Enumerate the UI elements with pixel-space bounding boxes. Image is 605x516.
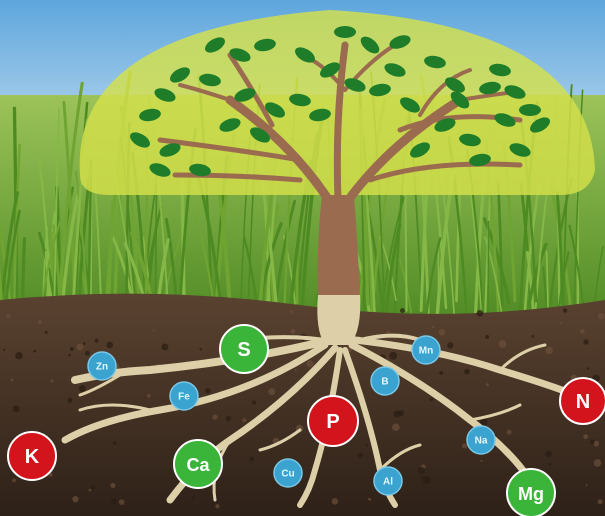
nutrient-symbol: Ca bbox=[186, 455, 210, 475]
nutrient-mg: Mg bbox=[507, 469, 555, 516]
nutrient-al: Al bbox=[374, 467, 402, 495]
nutrient-n: N bbox=[560, 378, 605, 424]
nutrient-symbol: Mg bbox=[518, 484, 544, 504]
nutrient-symbol: Zn bbox=[96, 362, 108, 373]
nutrient-fe: Fe bbox=[170, 382, 198, 410]
nutrient-symbol: Cu bbox=[281, 469, 294, 480]
nutrient-mn: Mn bbox=[412, 336, 440, 364]
nutrient-symbol: Na bbox=[475, 436, 488, 447]
nutrient-symbol: K bbox=[25, 446, 40, 468]
nutrient-zn: Zn bbox=[88, 352, 116, 380]
nutrient-s: S bbox=[220, 325, 268, 373]
nutrient-symbol: S bbox=[237, 339, 250, 361]
nutrient-symbol: Mn bbox=[419, 346, 433, 357]
nutrient-symbol: N bbox=[576, 391, 590, 413]
nutrient-ca: Ca bbox=[174, 440, 222, 488]
nutrient-cu: Cu bbox=[274, 459, 302, 487]
nutrient-symbol: Al bbox=[383, 477, 393, 488]
nutrient-p: P bbox=[308, 396, 358, 446]
tree-trunk bbox=[318, 195, 361, 300]
nutrient-symbol: B bbox=[381, 377, 388, 388]
nutrient-symbol: P bbox=[326, 411, 339, 433]
nutrient-na: Na bbox=[467, 426, 495, 454]
nutrient-k: K bbox=[8, 432, 56, 480]
nutrient-symbol: Fe bbox=[178, 392, 190, 403]
nutrient-b: B bbox=[371, 367, 399, 395]
